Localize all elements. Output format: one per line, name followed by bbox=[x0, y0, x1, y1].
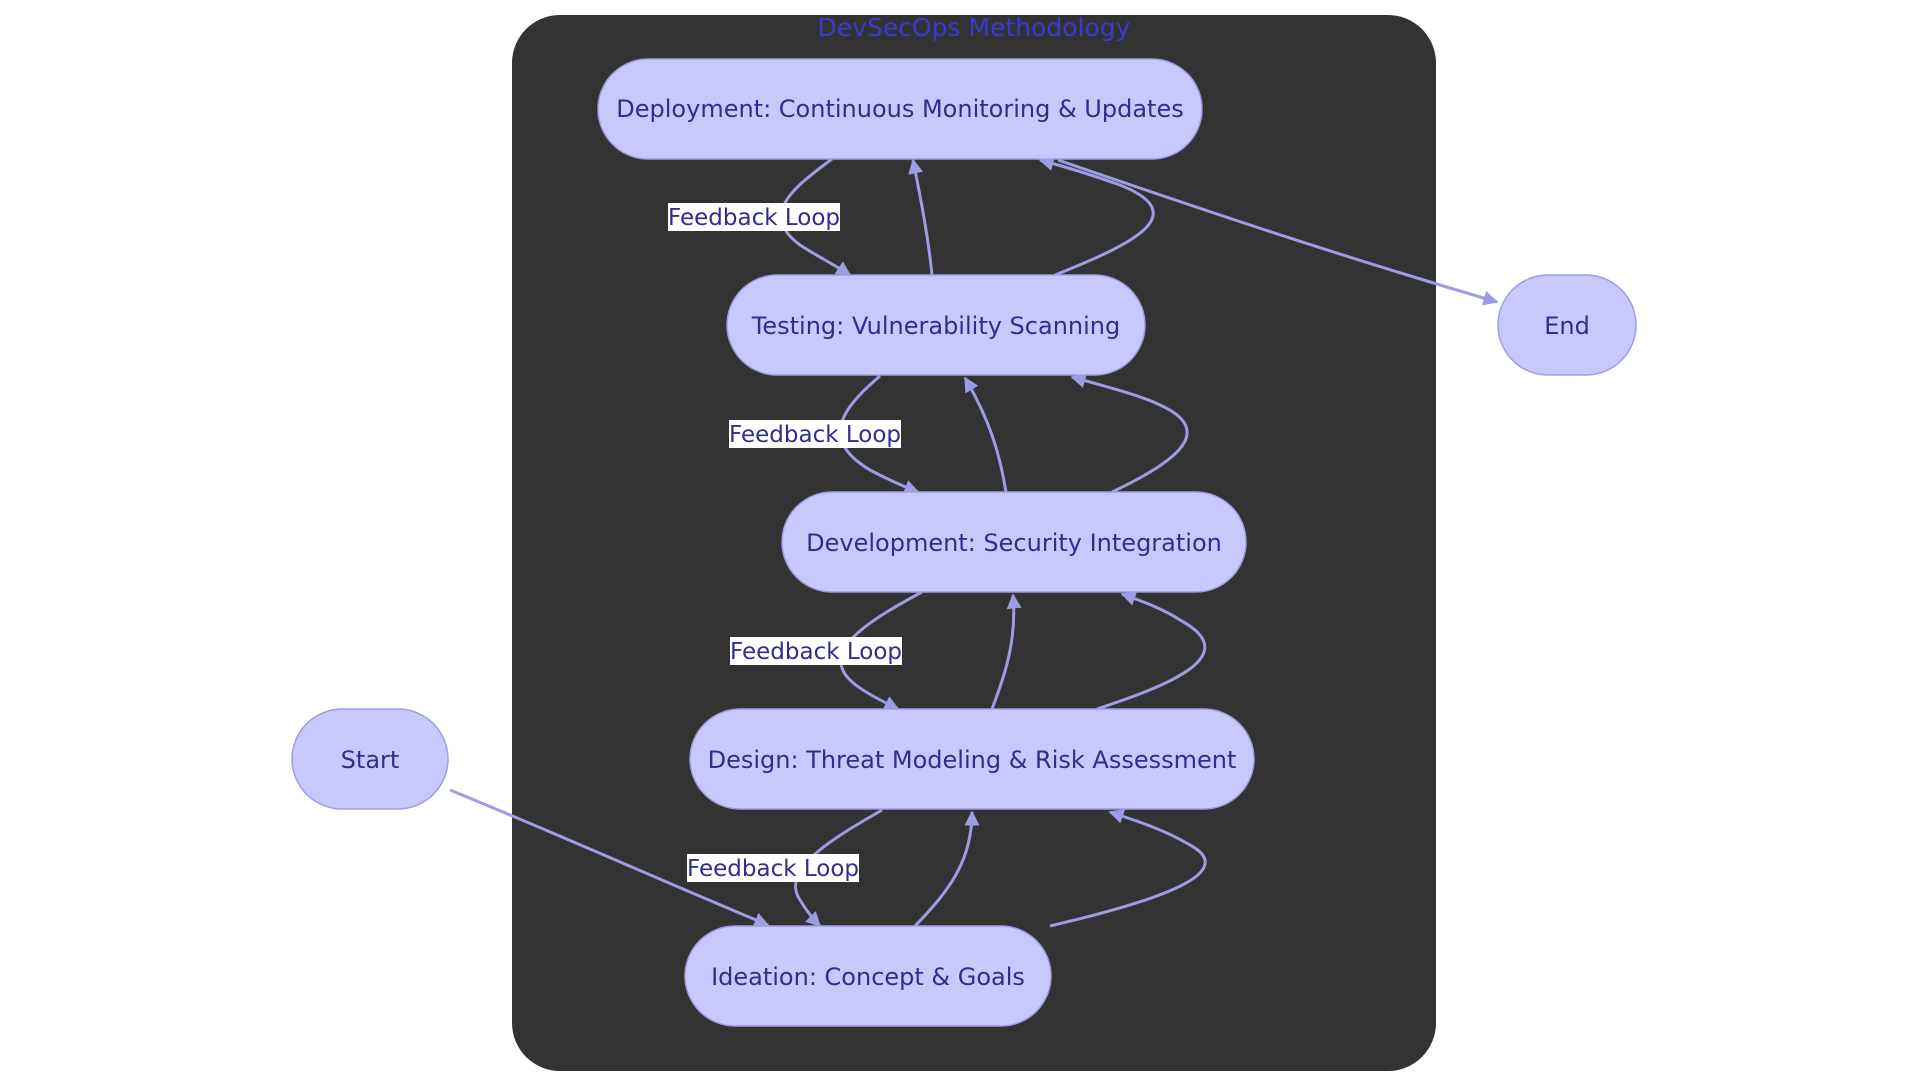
svg-text:Deployment: Continuous Monitor: Deployment: Continuous Monitoring & Upda… bbox=[616, 95, 1183, 123]
edge-development-to-testing-loop bbox=[1070, 373, 1189, 494]
node-start[interactable]: Start bbox=[291, 708, 449, 810]
svg-text:Development: Security Integrat: Development: Security Integration bbox=[806, 529, 1222, 557]
edge-deployment-to-end bbox=[1057, 158, 1499, 306]
svg-text:Design: Threat Modeling & Risk: Design: Threat Modeling & Risk Assessmen… bbox=[708, 746, 1237, 774]
svg-text:End: End bbox=[1544, 312, 1590, 340]
svg-text:Start: Start bbox=[341, 746, 400, 774]
svg-text:Feedback Loop: Feedback Loop bbox=[729, 422, 901, 448]
node-ideation[interactable]: Ideation: Concept & Goals bbox=[684, 925, 1052, 1027]
edge-label-development-testing: Feedback Loop bbox=[729, 420, 901, 448]
edge-start-to-ideation bbox=[449, 788, 770, 927]
node-deployment[interactable]: Deployment: Continuous Monitoring & Upda… bbox=[597, 58, 1203, 160]
svg-text:Feedback Loop: Feedback Loop bbox=[730, 639, 902, 665]
node-end[interactable]: End bbox=[1497, 274, 1637, 376]
node-development[interactable]: Development: Security Integration bbox=[781, 491, 1247, 593]
edge-label-ideation-design: Feedback Loop bbox=[687, 854, 859, 882]
edge-ideation-to-design-loop bbox=[1049, 809, 1207, 928]
edge-testing-to-deployment bbox=[908, 158, 934, 276]
edge-testing-to-deployment-loop bbox=[1038, 156, 1155, 277]
edge-label-testing-deployment: Feedback Loop bbox=[668, 203, 840, 231]
svg-text:Feedback Loop: Feedback Loop bbox=[668, 205, 840, 231]
svg-text:Testing: Vulnerability Scannin: Testing: Vulnerability Scanning bbox=[751, 312, 1120, 340]
edge-design-to-development-loop bbox=[1096, 591, 1207, 711]
cluster-title: DevSecOps Methodology bbox=[818, 13, 1131, 42]
edge-development-to-testing bbox=[963, 376, 1008, 493]
node-testing[interactable]: Testing: Vulnerability Scanning bbox=[726, 274, 1146, 376]
edge-label-design-development: Feedback Loop bbox=[730, 637, 902, 665]
svg-text:Feedback Loop: Feedback Loop bbox=[687, 856, 859, 882]
edge-design-to-ideation-feedback bbox=[794, 808, 883, 928]
edge-design-to-development bbox=[990, 593, 1022, 710]
edge-development-to-design-feedback bbox=[839, 590, 923, 711]
edge-ideation-to-design bbox=[913, 810, 980, 928]
edge-testing-to-development-feedback bbox=[839, 374, 920, 495]
edge-deployment-to-testing-feedback bbox=[779, 157, 852, 277]
node-design[interactable]: Design: Threat Modeling & Risk Assessmen… bbox=[689, 708, 1255, 810]
svg-text:Ideation: Concept & Goals: Ideation: Concept & Goals bbox=[711, 963, 1025, 991]
